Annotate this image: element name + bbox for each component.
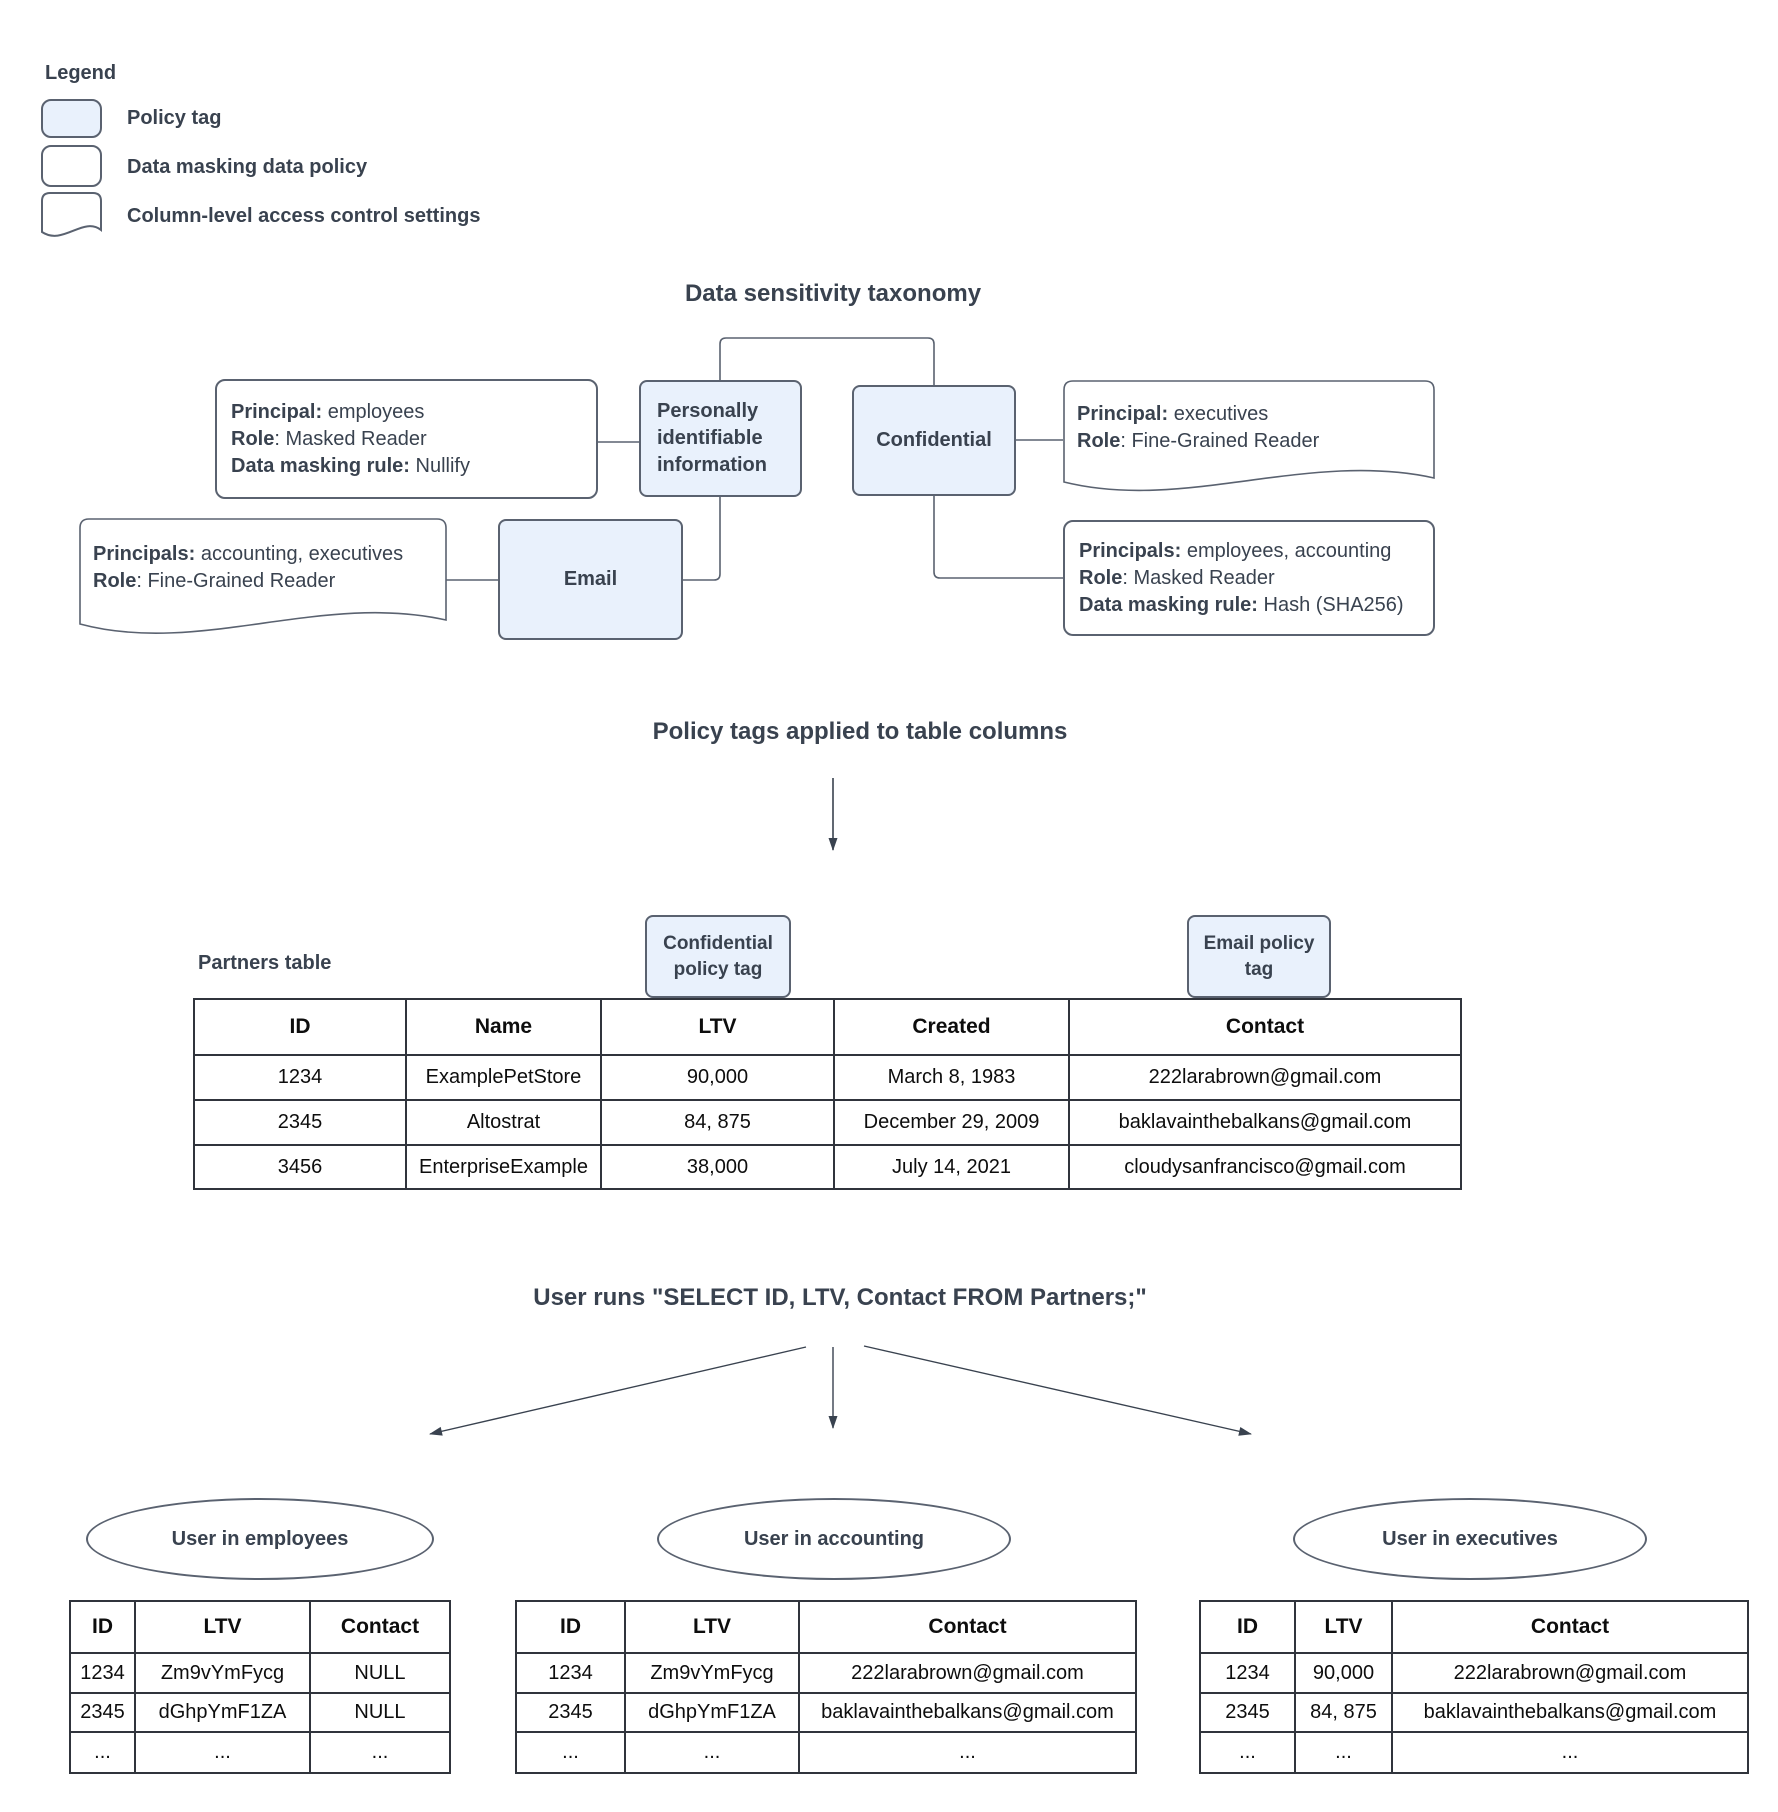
table-row: ... ... ...	[1199, 1731, 1749, 1774]
table-row: ... ... ...	[69, 1731, 451, 1774]
user-accounting-ellipse: User in accounting	[657, 1498, 1011, 1580]
legend-label-data-policy: Data masking data policy	[127, 156, 368, 178]
policy-line: Principal: executives	[1077, 403, 1269, 425]
table-header-row: ID LTV Contact	[69, 1600, 451, 1654]
col-header-id: ID	[193, 998, 407, 1056]
col-header-ltv: LTV	[600, 998, 835, 1056]
acct-exec-access-text: Principals: accounting, executives Role:…	[79, 528, 449, 608]
policy-line: Data masking rule: Nullify	[231, 454, 470, 477]
employees-result-table: ID LTV Contact 1234 Zm9vYmFycg NULL 2345…	[69, 1600, 451, 1774]
query-heading: User runs "SELECT ID, LTV, Contact FROM …	[533, 1284, 1147, 1311]
user-employees-ellipse: User in employees	[86, 1498, 434, 1580]
table-row: 2345 dGhpYmF1ZA NULL	[69, 1692, 451, 1733]
policy-line: Principal: employees	[231, 400, 425, 423]
policy-line: Data masking rule: Hash (SHA256)	[1079, 593, 1404, 616]
table-row: 1234 Zm9vYmFycg NULL	[69, 1652, 451, 1694]
table-header-row: ID LTV Contact	[515, 1600, 1137, 1654]
legend-label-column-access: Column-level access control settings	[127, 205, 481, 227]
policy-tag-swatch	[41, 99, 102, 138]
policy-line: Role: Masked Reader	[231, 427, 427, 450]
user-executives-ellipse: User in executives	[1293, 1498, 1647, 1580]
confidential-policy-tag: Confidential	[852, 385, 1016, 496]
legend-label-policy-tag: Policy tag	[127, 107, 222, 129]
accounting-result-table: ID LTV Contact 1234 Zm9vYmFycg 222larabr…	[515, 1600, 1137, 1774]
hash-policy-box: Principals: employees, accounting Role: …	[1063, 520, 1435, 636]
policy-line: Principals: employees, accounting	[1079, 539, 1392, 562]
table-row: 2345 dGhpYmF1ZA baklavainthebalkans@gmai…	[515, 1692, 1137, 1733]
executives-access-text: Principal: executives Role: Fine-Grained…	[1063, 388, 1437, 468]
legend-title: Legend	[45, 62, 117, 84]
taxonomy-title: Data sensitivity taxonomy	[684, 280, 982, 307]
pii-policy-tag: Personally identifiable information	[639, 380, 802, 497]
policy-line: Role: Masked Reader	[1079, 566, 1275, 589]
table-row: 2345 Altostrat 84, 875 December 29, 2009…	[193, 1099, 1462, 1146]
table-row: 2345 84, 875 baklavainthebalkans@gmail.c…	[1199, 1692, 1749, 1733]
col-header-name: Name	[405, 998, 602, 1056]
policy-line: Role: Fine-Grained Reader	[1077, 430, 1320, 452]
nullify-policy-box: Principal: employees Role: Masked Reader…	[215, 379, 598, 499]
acct-exec-access-doc	[79, 518, 447, 634]
table-row: 1234 Zm9vYmFycg 222larabrown@gmail.com	[515, 1652, 1137, 1694]
applied-section-heading: Policy tags applied to table columns	[652, 718, 1068, 745]
partners-table-label: Partners table	[198, 952, 332, 974]
table-row: 3456 EnterpriseExample 38,000 July 14, 2…	[193, 1144, 1462, 1190]
email-policy-tag: Email	[498, 519, 683, 640]
policy-line: Role: Fine-Grained Reader	[93, 570, 336, 592]
document-swatch	[41, 192, 102, 237]
policy-line: Principals: accounting, executives	[93, 543, 404, 565]
executives-access-doc	[1063, 380, 1435, 492]
executives-result-table: ID LTV Contact 1234 90,000 222larabrown@…	[1199, 1600, 1749, 1774]
email-column-tag: Email policy tag	[1187, 915, 1331, 998]
confidential-column-tag: Confidential policy tag	[645, 915, 791, 998]
table-row: 1234 ExamplePetStore 90,000 March 8, 198…	[193, 1054, 1462, 1101]
col-header-created: Created	[833, 998, 1070, 1056]
col-header-contact: Contact	[1068, 998, 1462, 1056]
table-header-row: ID Name LTV Created Contact	[193, 998, 1462, 1056]
partners-table: ID Name LTV Created Contact 1234 Example…	[193, 998, 1462, 1190]
table-row: ... ... ...	[515, 1731, 1137, 1774]
table-header-row: ID LTV Contact	[1199, 1600, 1749, 1654]
data-policy-swatch	[41, 145, 102, 187]
table-row: 1234 90,000 222larabrown@gmail.com	[1199, 1652, 1749, 1694]
